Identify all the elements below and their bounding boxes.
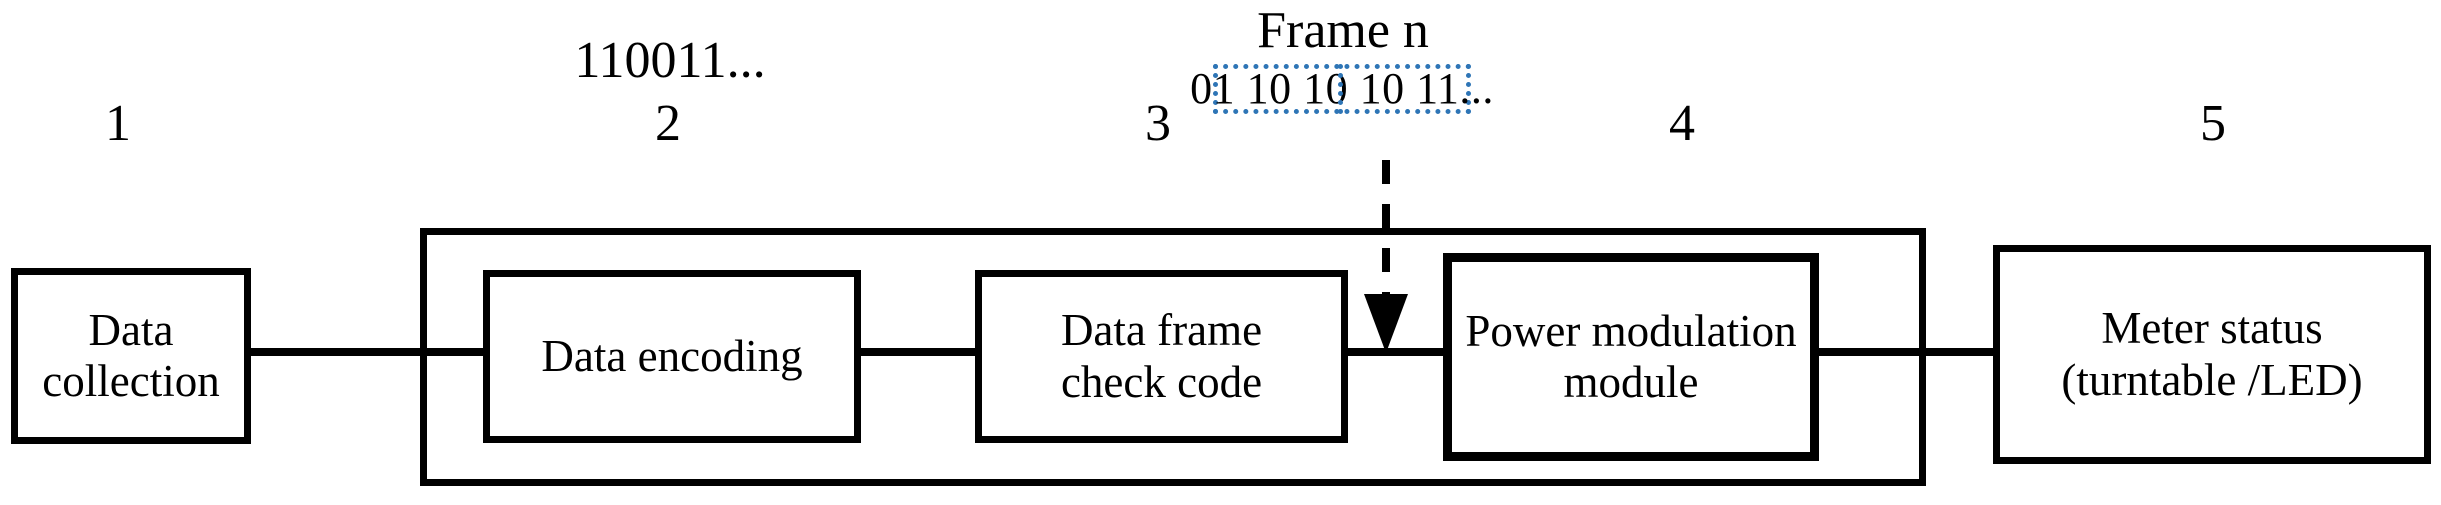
block-data-encoding[interactable]: Data encoding: [483, 270, 861, 443]
block-callout-4: 4: [1669, 95, 1695, 152]
block-data-frame-check-code-label: Data frame check code: [1060, 305, 1263, 407]
frame-bits-divider: [1338, 64, 1343, 114]
block-meter-status-label: Meter status (turntable /LED): [2061, 303, 2363, 405]
block-power-modulation-module-label: Power modulation module: [1465, 305, 1797, 407]
frame-dashed-arrow-icon: [1364, 160, 1408, 353]
bitstream-annotation: 110011...: [574, 32, 766, 89]
block-callout-2: 2: [655, 95, 681, 152]
connector-block3-block4: [1343, 348, 1448, 356]
frame-title-label: Frame n: [1257, 2, 1429, 59]
block-callout-3: 3: [1145, 95, 1171, 152]
connector-block4-block5: [1813, 348, 1998, 356]
transmitter-group-container: [420, 228, 1926, 486]
block-data-frame-check-code[interactable]: Data frame check code: [975, 270, 1348, 443]
block-data-collection-label: Data collection: [42, 304, 220, 406]
block-power-modulation-module[interactable]: Power modulation module: [1443, 253, 1819, 461]
block-callout-5: 5: [2200, 95, 2226, 152]
connector-block1-block2: [248, 348, 488, 356]
block-data-collection[interactable]: Data collection: [11, 268, 251, 444]
block-callout-1: 1: [105, 95, 131, 152]
block-data-encoding-label: Data encoding: [541, 330, 803, 381]
connector-block2-block3: [856, 348, 980, 356]
block-meter-status[interactable]: Meter status (turntable /LED): [1993, 245, 2431, 464]
